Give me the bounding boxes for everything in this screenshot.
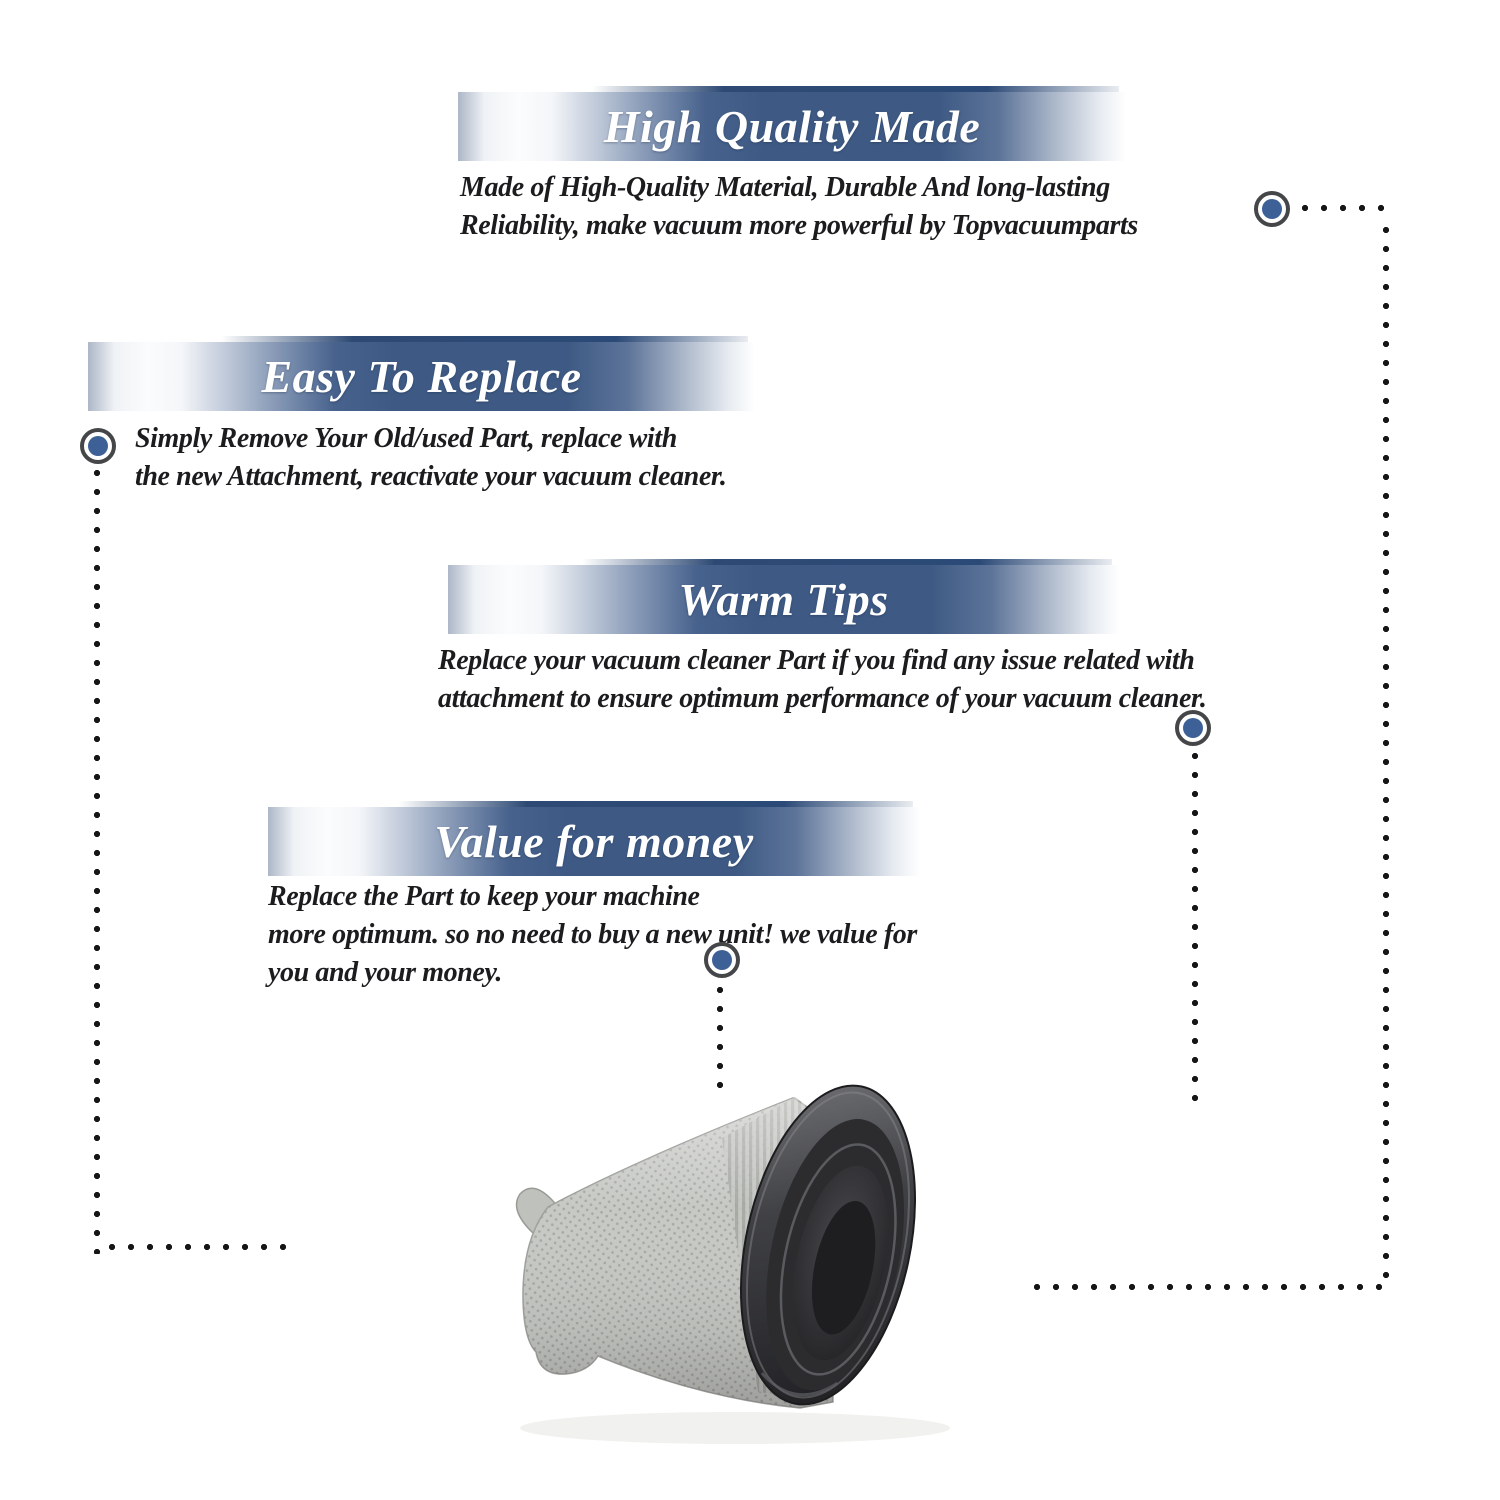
banner-heading-warm-tips: Warm Tips bbox=[678, 574, 889, 625]
bullseye-marker-high-quality bbox=[1254, 191, 1290, 227]
bullseye-dot-icon bbox=[712, 950, 732, 970]
dotted-connector-value-money-vertical bbox=[716, 981, 724, 1091]
product-image-vacuum-filter bbox=[515, 1084, 950, 1444]
dotted-connector-left-vertical bbox=[93, 464, 101, 1254]
body-line: Replace your vacuum cleaner Part if you … bbox=[438, 645, 1195, 676]
filter-plastic-cap bbox=[740, 1084, 916, 1406]
body-line: Reliability, make vacuum more powerful b… bbox=[460, 210, 1138, 241]
banner-value-for-money: Value for money bbox=[268, 801, 920, 876]
dotted-connector-bottom-right-horizontal bbox=[1028, 1283, 1386, 1291]
product-shadow bbox=[520, 1412, 950, 1444]
bullseye-marker-warm-tips bbox=[1175, 710, 1211, 746]
bullseye-marker-value-money bbox=[704, 942, 740, 978]
body-line: Replace the Part to keep your machine bbox=[268, 881, 700, 912]
dotted-connector-warm-tips-vertical bbox=[1191, 747, 1199, 1107]
banner-heading-easy-to-replace: Easy To Replace bbox=[261, 351, 582, 402]
body-line: you and your money. bbox=[268, 957, 503, 988]
banner-easy-to-replace: Easy To Replace bbox=[88, 336, 755, 411]
bullseye-dot-icon bbox=[1262, 199, 1282, 219]
bullseye-marker-easy-replace bbox=[80, 428, 116, 464]
body-text-value-for-money: Replace the Part to keep your machine mo… bbox=[268, 878, 917, 992]
bullseye-dot-icon bbox=[1183, 718, 1203, 738]
banner-warm-tips: Warm Tips bbox=[448, 559, 1119, 634]
dotted-connector-bottom-left-horizontal bbox=[103, 1243, 299, 1251]
body-text-easy-to-replace: Simply Remove Your Old/used Part, replac… bbox=[135, 420, 727, 496]
body-line: attachment to ensure optimum performance… bbox=[438, 683, 1207, 714]
dotted-connector-right-vertical bbox=[1382, 221, 1390, 1291]
banner-heading-value-for-money: Value for money bbox=[434, 816, 754, 867]
body-text-warm-tips: Replace your vacuum cleaner Part if you … bbox=[438, 642, 1207, 718]
body-line: Made of High-Quality Material, Durable A… bbox=[460, 172, 1110, 203]
body-text-high-quality-made: Made of High-Quality Material, Durable A… bbox=[460, 169, 1138, 245]
banner-heading-high-quality-made: High Quality Made bbox=[603, 101, 981, 152]
body-line: Simply Remove Your Old/used Part, replac… bbox=[135, 423, 677, 454]
banner-high-quality-made: High Quality Made bbox=[458, 86, 1126, 161]
body-line: the new Attachment, reactivate your vacu… bbox=[135, 461, 727, 492]
body-line: more optimum. so no need to buy a new un… bbox=[268, 919, 917, 950]
dotted-connector-high-quality-horizontal bbox=[1296, 204, 1392, 212]
bullseye-dot-icon bbox=[88, 436, 108, 456]
